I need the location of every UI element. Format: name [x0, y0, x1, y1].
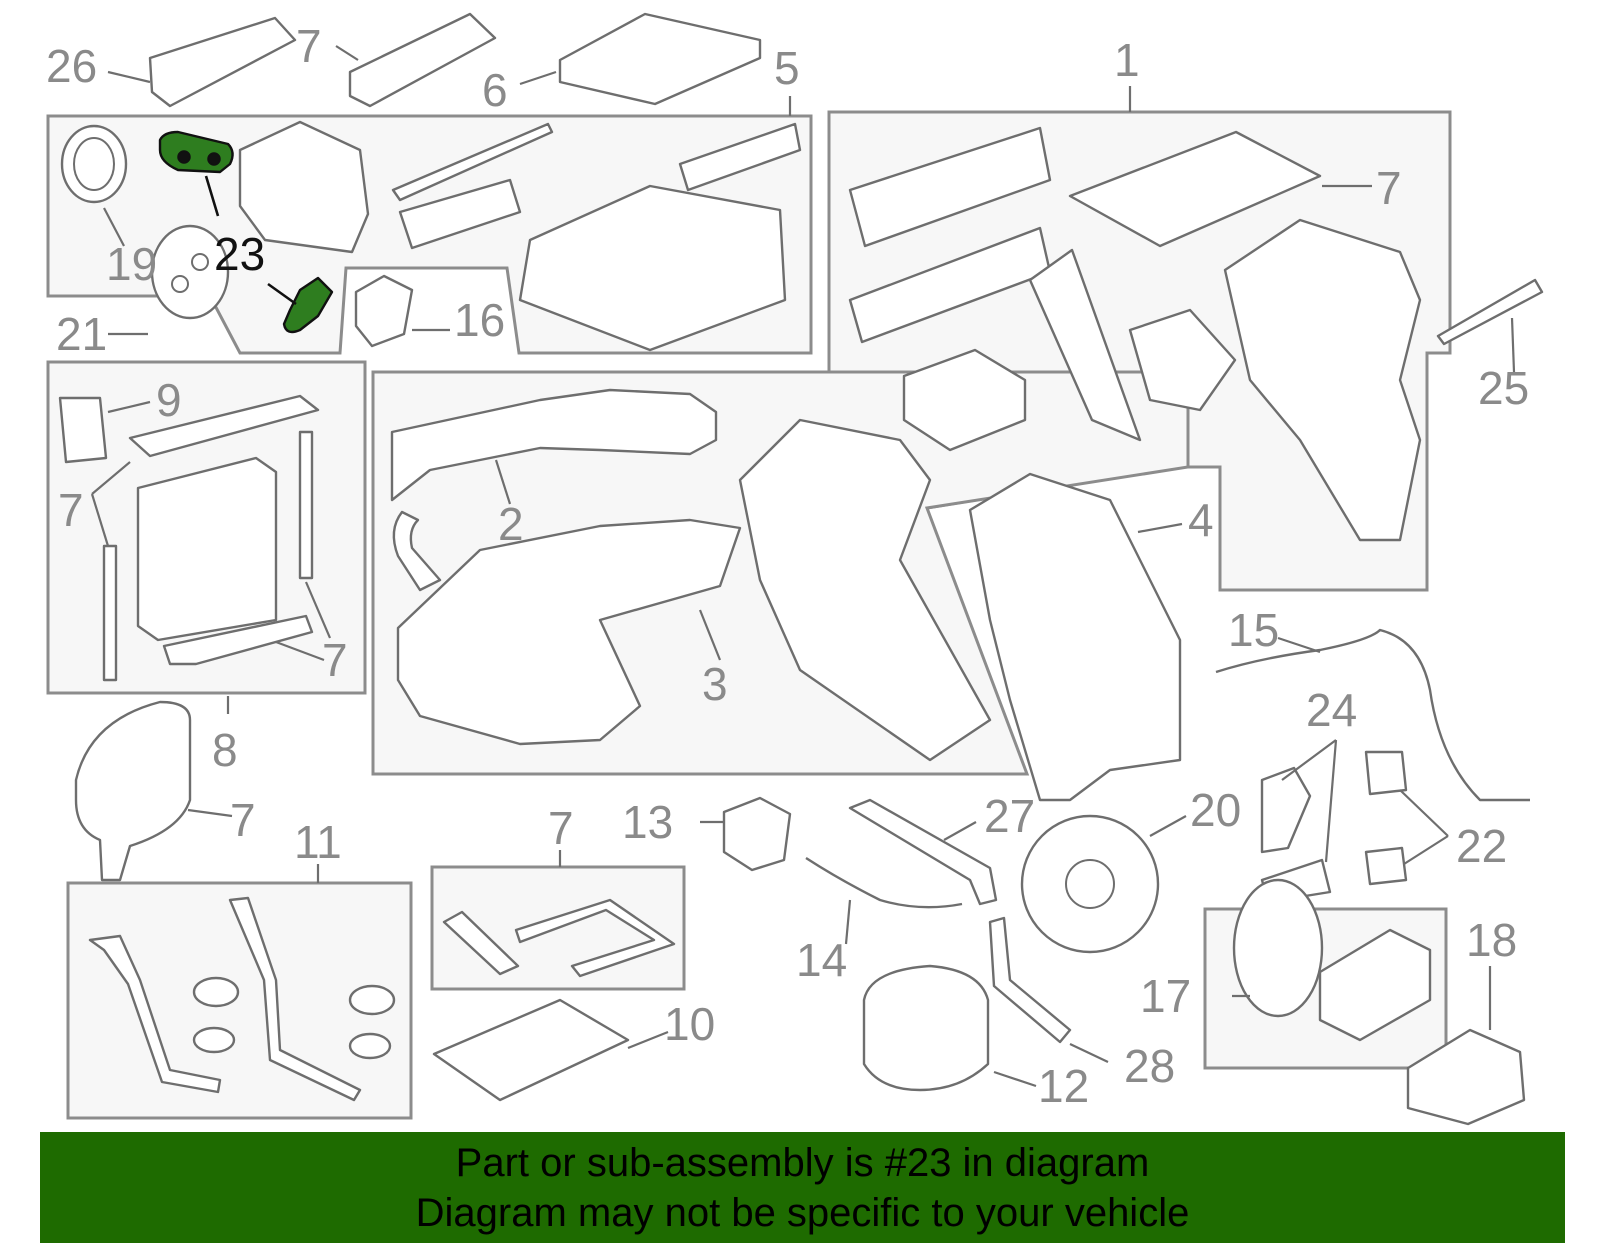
part-7-grid — [1068, 130, 1322, 248]
part-23-link — [282, 276, 334, 334]
part-10-core — [432, 998, 630, 1102]
part-11-pipe-a — [88, 934, 222, 1094]
part-17-actuator — [1318, 928, 1432, 1042]
callout-2: 2 — [498, 498, 524, 550]
part-5-housing-upper — [238, 120, 370, 254]
part-17-gear — [1232, 878, 1324, 1018]
callout-27: 27 — [984, 790, 1035, 842]
part-7-seal-b — [514, 898, 676, 978]
callout-21: 21 — [56, 308, 107, 360]
part-25-bolt — [1436, 278, 1544, 346]
callout-5: 5 — [774, 42, 800, 94]
callout-7-grid: 7 — [1376, 162, 1402, 214]
part-8-core — [136, 456, 278, 642]
callout-8: 8 — [212, 724, 238, 776]
leader-lines — [90, 45, 1516, 1088]
part-5-rod — [391, 122, 554, 202]
callout-16: 16 — [454, 294, 505, 346]
part-14-wire — [805, 856, 963, 909]
part-4-case — [968, 472, 1182, 802]
part-1-frame-a — [848, 126, 1052, 248]
part-7-gasket — [74, 700, 192, 882]
callout-13: 13 — [622, 796, 673, 848]
part-11-pipe-b — [228, 896, 362, 1102]
part-2-hose — [392, 510, 442, 592]
callout-labels: 1 2 3 4 5 6 7 7 7 7 7 7 8 9 10 11 12 13 … — [46, 20, 1529, 1112]
part-28-drain — [988, 916, 1072, 1044]
part-3-center-case — [738, 418, 992, 762]
part-24-bracket-a — [1260, 766, 1312, 854]
callout-11: 11 — [294, 816, 342, 868]
callout-12: 12 — [1038, 1060, 1089, 1112]
callout-1: 1 — [1114, 34, 1140, 86]
part-8-seal-right — [298, 430, 314, 580]
part-23-highlighted — [158, 130, 334, 334]
callout-9: 9 — [156, 374, 182, 426]
callout-22: 22 — [1456, 820, 1507, 872]
part-8-bracket — [162, 614, 314, 666]
part-7-seal-a — [442, 910, 520, 976]
part-21-gear — [150, 224, 230, 320]
info-banner: Part or sub-assembly is #23 in diagram D… — [40, 1132, 1565, 1243]
part-7-duct-top — [348, 12, 497, 108]
part-1-housing-right — [1223, 218, 1422, 542]
callout-18: 18 — [1466, 914, 1517, 966]
callout-7-seals: 7 — [548, 802, 574, 854]
part-9-block — [58, 396, 108, 464]
part-11-oring-d — [348, 1032, 392, 1060]
part-1-tray-a — [902, 348, 1027, 452]
part-1-door — [1028, 248, 1142, 442]
callout-14: 14 — [796, 934, 847, 986]
part-11-oring-c — [348, 984, 396, 1016]
callout-6: 6 — [482, 64, 508, 116]
callout-15: 15 — [1228, 604, 1279, 656]
callout-20: 20 — [1190, 784, 1241, 836]
callout-23-highlighted: 23 — [214, 228, 265, 280]
part-5-case — [518, 184, 787, 352]
callout-24: 24 — [1306, 684, 1357, 736]
callout-3: 3 — [702, 658, 728, 710]
callout-7-top: 7 — [296, 20, 322, 72]
part-11-oring-a — [192, 976, 240, 1008]
part-11-oring-b — [192, 1026, 236, 1054]
banner-line-part: Part or sub-assembly is #23 in diagram — [455, 1140, 1150, 1185]
part-13-switch — [722, 796, 792, 872]
part-27-tube — [848, 798, 998, 906]
part-2-duct — [390, 388, 718, 502]
part-5-flap — [678, 122, 802, 192]
banner-line-disclaimer: Diagram may not be specific to your vehi… — [415, 1190, 1190, 1235]
part-1-tray-b — [1128, 308, 1237, 412]
callout-4: 4 — [1188, 494, 1214, 546]
callout-25: 25 — [1478, 362, 1529, 414]
part-5-door — [398, 178, 522, 250]
part-20-wheel — [1020, 814, 1160, 954]
part-26-vent-grille — [148, 16, 297, 108]
callout-7-gasket: 7 — [230, 794, 256, 846]
callout-26: 26 — [46, 40, 97, 92]
part-16-actuator — [354, 274, 414, 348]
part-8-frame — [128, 394, 320, 458]
callout-19: 19 — [106, 238, 157, 290]
part-3-lower-case — [396, 518, 742, 746]
part-19-ring — [60, 124, 128, 204]
callout-10: 10 — [664, 998, 715, 1050]
callout-28: 28 — [1124, 1040, 1175, 1092]
callout-7-left: 7 — [58, 484, 84, 536]
part-15-harness — [1215, 628, 1530, 802]
part-22-gear-a — [1364, 750, 1408, 796]
part-18-actuator — [1406, 1028, 1526, 1126]
part-8-seal-left — [102, 544, 118, 682]
part-6-filter — [558, 12, 762, 106]
callout-7-bottom-left: 7 — [322, 634, 348, 686]
part-22-gear-b — [1364, 846, 1408, 886]
callout-17: 17 — [1140, 970, 1191, 1022]
part-12-blower-motor — [862, 964, 990, 1092]
